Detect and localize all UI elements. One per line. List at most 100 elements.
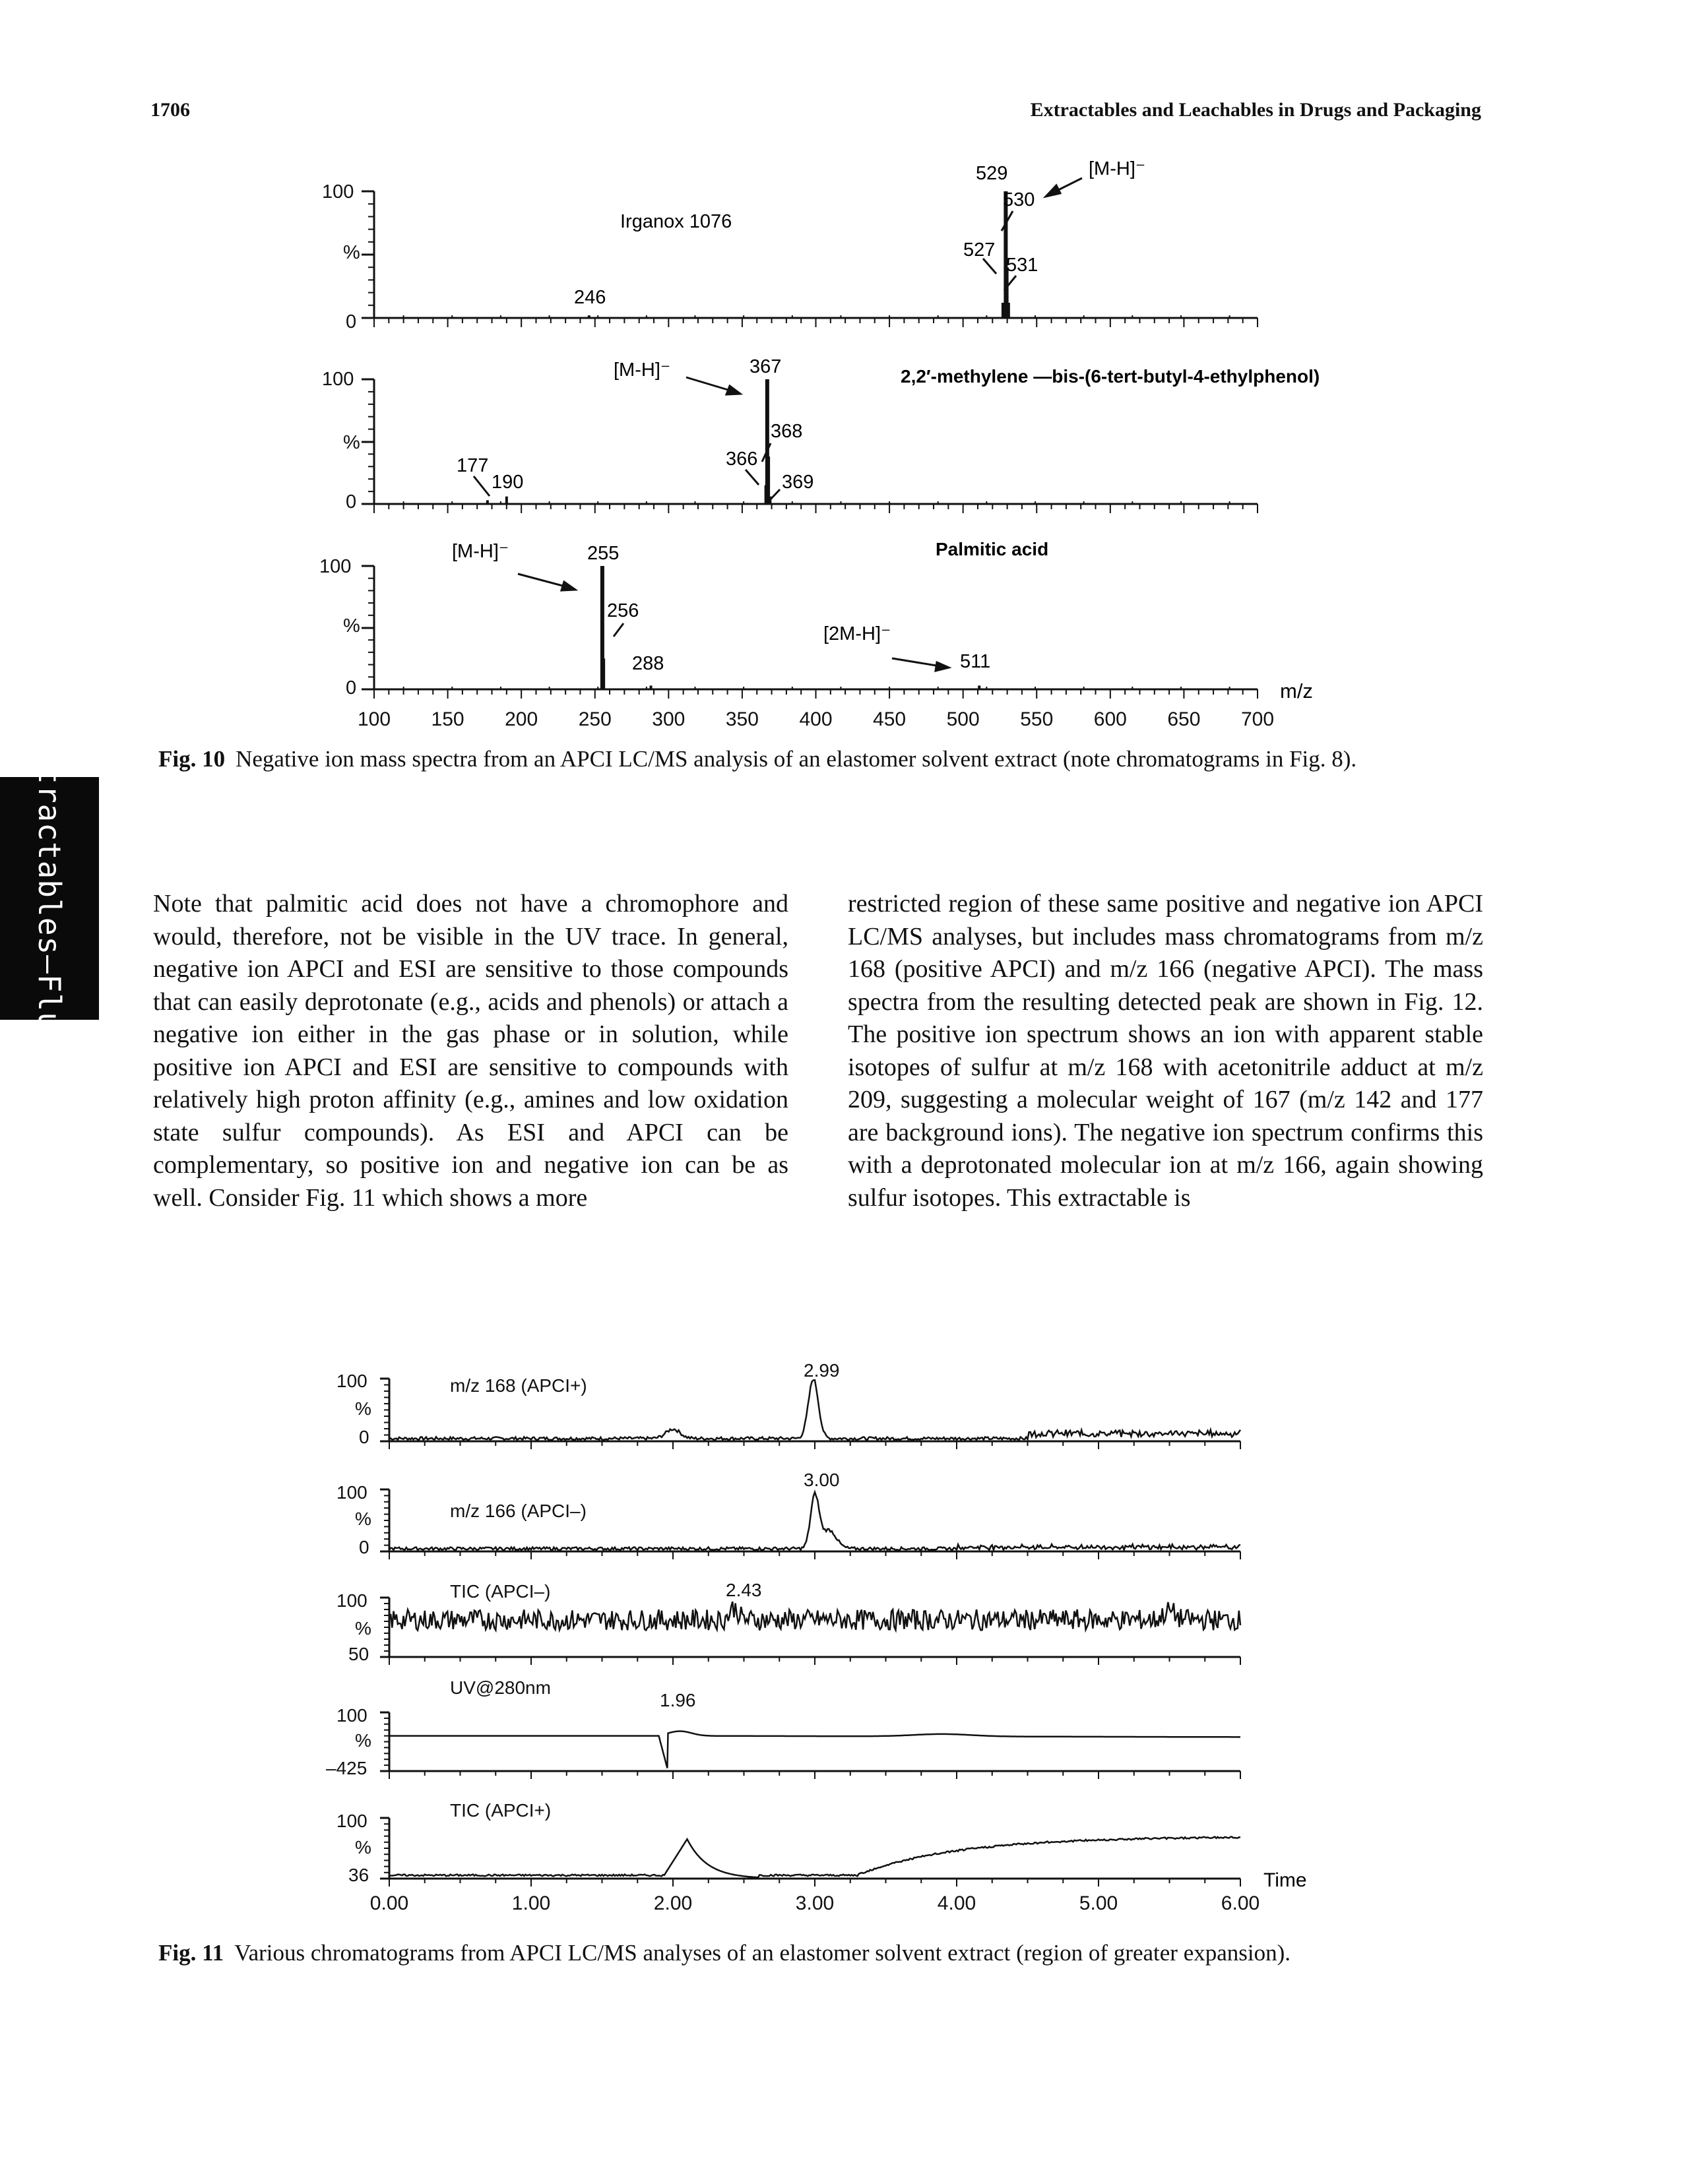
spectrum-bars-palmitic xyxy=(402,566,1230,689)
body-column-right: restricted region of these same positive… xyxy=(848,890,1483,1212)
y-label-mid: % xyxy=(355,1618,371,1638)
trace-title: UV@280nm xyxy=(450,1677,551,1698)
trace-mz168 xyxy=(389,1379,1242,1442)
compound-label-bisphenol: 2,2′-methylene —bis-(6-tert-butyl-4-ethy… xyxy=(901,366,1320,387)
peak-label-369: 369 xyxy=(782,472,814,493)
x-tick-label: 150 xyxy=(431,708,464,730)
y-label-bottom: 36 xyxy=(348,1865,369,1885)
y-label-mid: % xyxy=(355,1509,371,1529)
trace-mz166 xyxy=(389,1489,1241,1553)
y-label-top: 100 xyxy=(336,1811,367,1831)
x-axis-unit: m/z xyxy=(1280,679,1313,702)
peak-label-246: 246 xyxy=(574,287,606,308)
peak-label-531: 531 xyxy=(1006,255,1038,276)
y-label-percent: % xyxy=(343,615,360,637)
x-tick-label: 4.00 xyxy=(938,1892,976,1914)
trace-title: TIC (APCI+) xyxy=(450,1800,551,1821)
x-tick-label: 100 xyxy=(358,708,391,730)
y-label-bottom: 0 xyxy=(359,1537,369,1557)
y-label-100: 100 xyxy=(319,556,351,577)
caption-text: Various chromatograms from APCI LC/MS an… xyxy=(234,1940,1291,1966)
trace-title: TIC (APCI–) xyxy=(450,1581,550,1602)
x-tick-label: 5.00 xyxy=(1079,1892,1118,1914)
x-tick-label: 0.00 xyxy=(370,1892,408,1914)
x-tick-label: 3.00 xyxy=(796,1892,834,1914)
peak-label: 3.00 xyxy=(804,1470,840,1490)
ion-label: [M-H]⁻ xyxy=(1089,158,1145,179)
peak-label-256: 256 xyxy=(607,600,639,621)
y-label-100: 100 xyxy=(322,369,354,390)
body-column-left: Note that palmitic acid does not have a … xyxy=(153,890,788,1212)
x-tick-label: 2.00 xyxy=(654,1892,692,1914)
x-axis-unit: Time xyxy=(1263,1869,1307,1891)
y-label-0: 0 xyxy=(346,311,356,332)
annotation-arrows xyxy=(472,376,781,503)
y-label-0: 0 xyxy=(346,491,356,513)
x-tick-label: 400 xyxy=(799,708,832,730)
caption-text: Negative ion mass spectra from an APCI L… xyxy=(236,746,1357,772)
peak-label-511: 511 xyxy=(960,651,990,672)
ion-label-dimer: [2M-H]⁻ xyxy=(823,623,891,644)
x-tick-label: 550 xyxy=(1020,708,1053,730)
peak-label: 2.43 xyxy=(726,1580,762,1600)
caption-label: Fig. 11 xyxy=(158,1940,224,1966)
figure-11-chromatograms: 100 % 0 m/z 168 (APCI+) 2.99 100 % 0 m/z… xyxy=(326,1360,1307,1914)
annotation-arrows xyxy=(517,573,952,673)
ion-label: [M-H]⁻ xyxy=(452,541,509,562)
x-tick-label: 600 xyxy=(1094,708,1127,730)
y-label-0: 0 xyxy=(346,677,356,699)
peak-label-367: 367 xyxy=(750,356,781,377)
peak-label-366: 366 xyxy=(726,449,757,470)
peak-label-177: 177 xyxy=(457,455,488,476)
x-tick-label: 6.00 xyxy=(1221,1892,1260,1914)
figure-11-caption: Fig. 11 Various chromatograms from APCI L… xyxy=(158,1938,1484,1968)
page-number: 1706 xyxy=(150,99,190,121)
y-label-top: 100 xyxy=(336,1590,367,1611)
figure-10-caption: Fig. 10 Negative ion mass spectra from an… xyxy=(158,744,1484,774)
peak-label-255: 255 xyxy=(587,543,619,564)
trace-title: m/z 166 (APCI–) xyxy=(450,1501,587,1521)
trace-uv280 xyxy=(389,1730,1240,1768)
spectrum-bars-bisphenol xyxy=(402,379,1230,504)
compound-label-irganox: Irganox 1076 xyxy=(620,211,732,232)
y-label-mid: % xyxy=(355,1837,371,1857)
y-label-top: 100 xyxy=(336,1371,367,1391)
peak-label-288: 288 xyxy=(632,653,664,674)
trace-tic-apci-neg xyxy=(388,1601,1242,1633)
y-label-bottom: 50 xyxy=(348,1644,369,1664)
x-tick-label: 450 xyxy=(873,708,906,730)
side-tab-label: Extractables–Fluid xyxy=(32,728,67,1069)
peak-label-368: 368 xyxy=(771,421,802,442)
x-tick-label: 250 xyxy=(579,708,612,730)
peak-label-529: 529 xyxy=(976,163,1007,184)
x-tick-label: 200 xyxy=(505,708,538,730)
annotation-arrows xyxy=(982,177,1083,291)
x-tick-label: 1.00 xyxy=(512,1892,550,1914)
y-label-percent: % xyxy=(343,432,360,453)
x-tick-label: 700 xyxy=(1241,708,1274,730)
x-tick-label: 350 xyxy=(726,708,759,730)
y-label-top: 100 xyxy=(336,1705,367,1726)
spectrum-bars-irganox xyxy=(402,191,1230,318)
y-label-top: 100 xyxy=(336,1482,367,1503)
y-label-mid: % xyxy=(355,1730,371,1751)
y-label-percent: % xyxy=(343,242,360,263)
figure-10-mass-spectra: 100 % 0 100 % 0 100 % 0 Irganox 1076 529 xyxy=(319,158,1320,730)
trace-title: m/z 168 (APCI+) xyxy=(450,1375,587,1396)
peak-label-527: 527 xyxy=(963,239,995,261)
y-label-bottom: –425 xyxy=(326,1758,367,1778)
x-tick-label: 500 xyxy=(947,708,980,730)
y-label-bottom: 0 xyxy=(359,1427,369,1447)
y-label-100: 100 xyxy=(322,181,354,203)
x-tick-label: 650 xyxy=(1167,708,1200,730)
running-head: Extractables and Leachables in Drugs and… xyxy=(1030,99,1481,121)
peak-label: 2.99 xyxy=(804,1360,840,1381)
ion-label: [M-H]⁻ xyxy=(614,359,670,381)
compound-label-palmitic: Palmitic acid xyxy=(936,539,1048,559)
peak-label-530: 530 xyxy=(1003,189,1035,210)
y-label-mid: % xyxy=(355,1398,371,1419)
caption-label: Fig. 10 xyxy=(158,746,226,772)
peak-label: 1.96 xyxy=(660,1690,696,1710)
trace-tic-apci-pos xyxy=(389,1835,1241,1879)
side-tab: Extractables–Fluid xyxy=(0,728,99,1069)
